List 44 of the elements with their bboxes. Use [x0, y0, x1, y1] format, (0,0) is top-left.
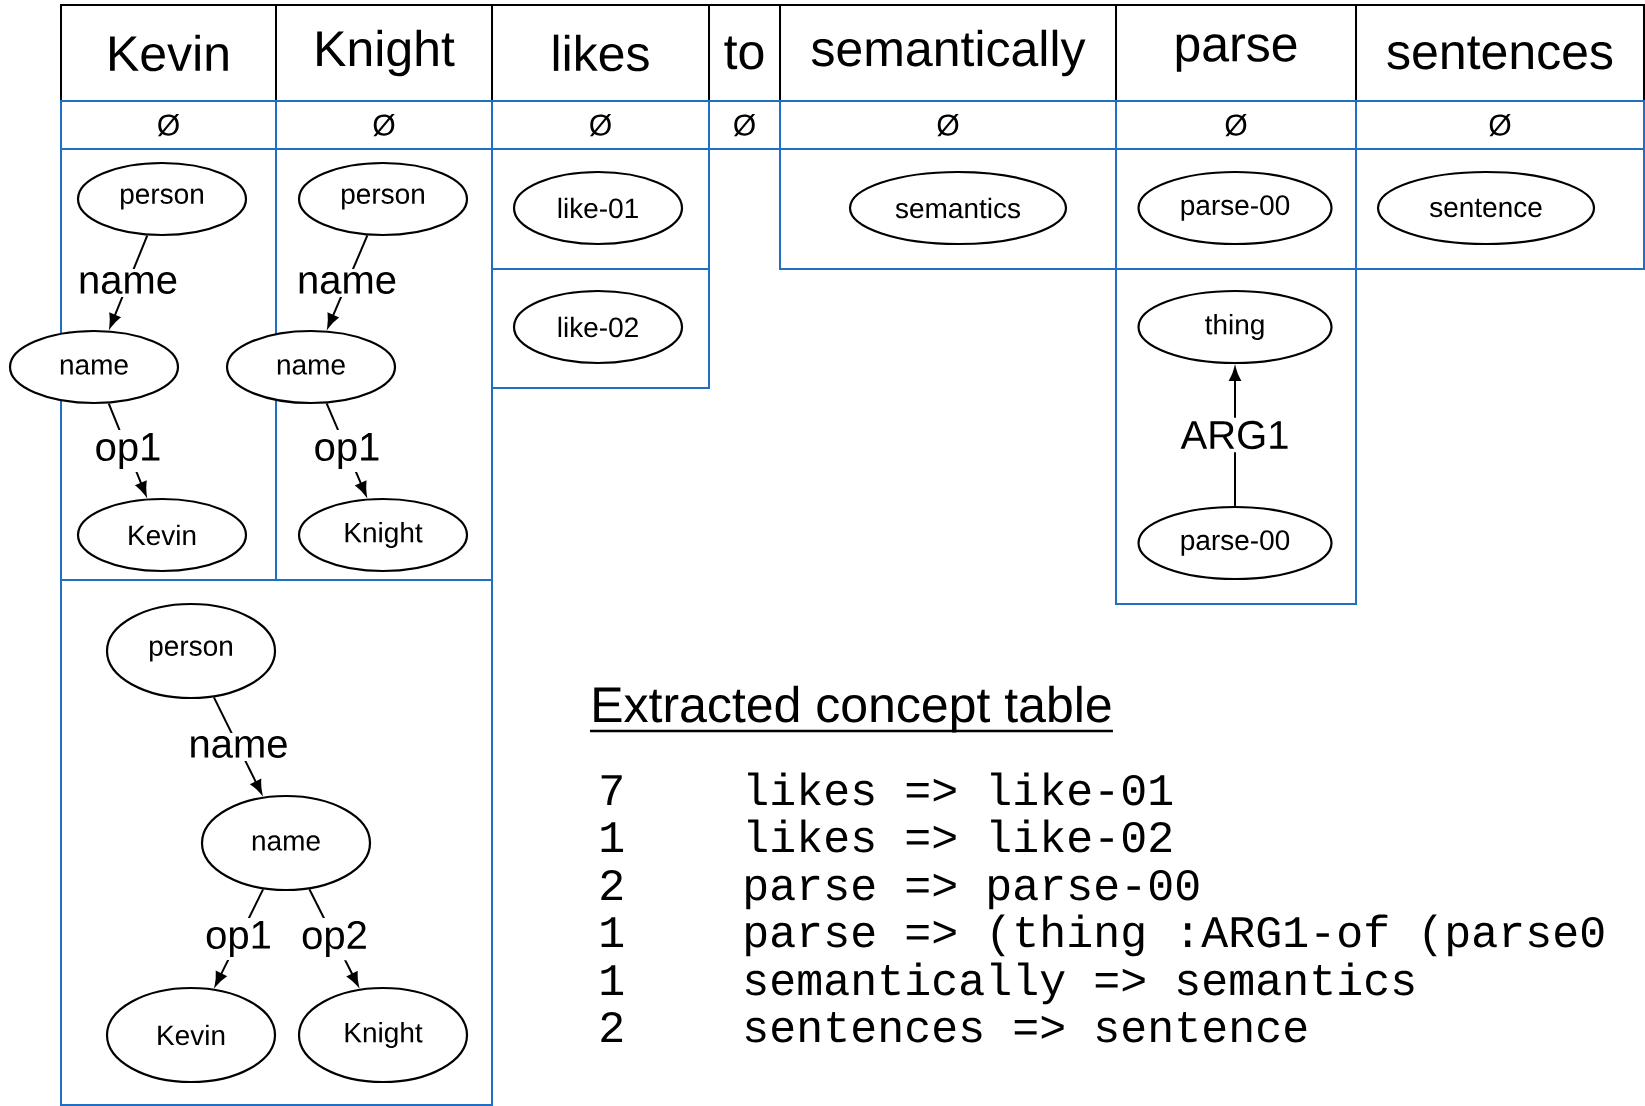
null-cell: Ø: [1355, 100, 1645, 150]
concept-cell: [275, 148, 493, 581]
mapping-text: parse => parse-00: [746, 869, 1199, 910]
word-cell: Kevin: [60, 4, 277, 102]
concept-cell: [1355, 148, 1645, 270]
mapping-text: semantically => semantics: [745, 962, 1414, 1005]
concept-cell: [60, 579, 493, 1106]
edge-label: name: [185, 733, 292, 761]
null-cell: Ø: [491, 100, 710, 150]
concept-cell: [1115, 268, 1357, 605]
table-heading: Extracted concept table: [590, 685, 1113, 733]
word-cell: parse: [1115, 4, 1357, 102]
null-cell: Ø: [60, 100, 277, 150]
mapping-text: likes => like-02: [748, 819, 1172, 853]
null-cell: Ø: [708, 100, 781, 150]
word-cell: to: [708, 4, 781, 102]
concept-cell: [60, 148, 277, 581]
edge-label: name: [75, 269, 182, 297]
word-cell: likes: [491, 4, 710, 102]
edge-label: op2: [298, 917, 371, 961]
mapping-text: sentences => sentence: [745, 1012, 1307, 1043]
count-number: 2: [601, 869, 623, 900]
mapping-text: likes => like-01: [748, 772, 1173, 806]
concept-cell: [491, 268, 710, 389]
null-cell: Ø: [1115, 100, 1357, 150]
edge-label: op1: [202, 918, 275, 960]
count-number: 1: [601, 822, 624, 852]
concept-cell: [779, 148, 1117, 270]
count-number: 7: [601, 775, 622, 805]
count-number: 1: [601, 917, 624, 947]
word-cell: sentences: [1355, 4, 1645, 102]
edge-label: op1: [91, 430, 165, 472]
word-cell: Knight: [275, 4, 493, 102]
edge-label: name: [294, 269, 401, 297]
concept-cell: [491, 148, 710, 270]
null-cell: Ø: [275, 100, 493, 150]
edge-label: op1: [310, 430, 384, 472]
edge-label: ARG1: [1177, 417, 1293, 453]
concept-cell: [1115, 148, 1357, 270]
mapping-text: parse => (thing :ARG1-of (parse0: [746, 914, 1604, 957]
count-number: 1: [601, 965, 624, 995]
null-cell: Ø: [779, 100, 1117, 150]
word-cell: semantically: [779, 4, 1117, 102]
count-number: 2: [601, 1011, 623, 1042]
